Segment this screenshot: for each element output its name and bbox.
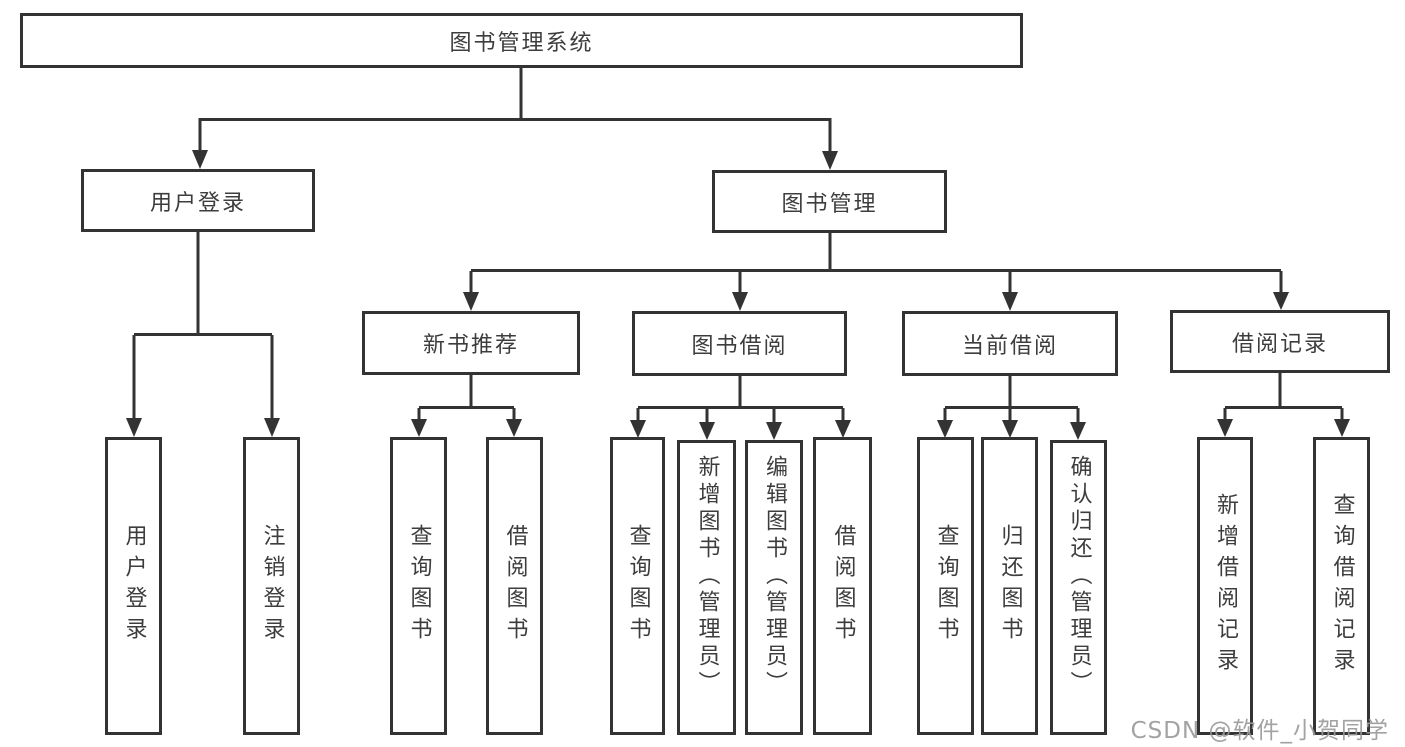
leaf-query-books-borrowing: 查询图书 [610,437,665,735]
leaf-return-books: 归还图书 [981,437,1038,735]
leaf-query-books-newbook: 查询图书 [390,437,447,735]
leaf-user-login: 用户登录 [105,437,162,735]
node-book-borrowing: 图书借阅 [632,311,847,376]
node-new-book-recommendation: 新书推荐 [362,311,580,375]
node-book-management: 图书管理 [712,170,947,233]
leaf-add-borrowing-record: 新增借阅记录 [1197,437,1253,735]
csdn-watermark: CSDN @软件_小贺同学 [1130,718,1389,744]
leaf-logout-login: 注销登录 [243,437,300,735]
node-user-login: 用户登录 [81,169,315,232]
leaf-borrow-books-borrowing: 借阅图书 [813,437,872,735]
leaf-edit-books-admin: 编辑图书（管理员） [745,440,803,735]
leaf-query-books-current: 查询图书 [917,437,974,735]
leaf-add-books-admin: 新增图书（管理员） [677,440,736,735]
node-current-borrowing: 当前借阅 [902,311,1118,376]
leaf-borrow-books-newbook: 借阅图书 [486,437,543,735]
leaf-query-borrowing-record: 查询借阅记录 [1313,437,1370,735]
leaf-confirm-return-admin: 确认归还（管理员） [1050,440,1107,735]
node-borrowing-records: 借阅记录 [1170,310,1390,373]
node-book-management-system: 图书管理系统 [20,13,1023,68]
